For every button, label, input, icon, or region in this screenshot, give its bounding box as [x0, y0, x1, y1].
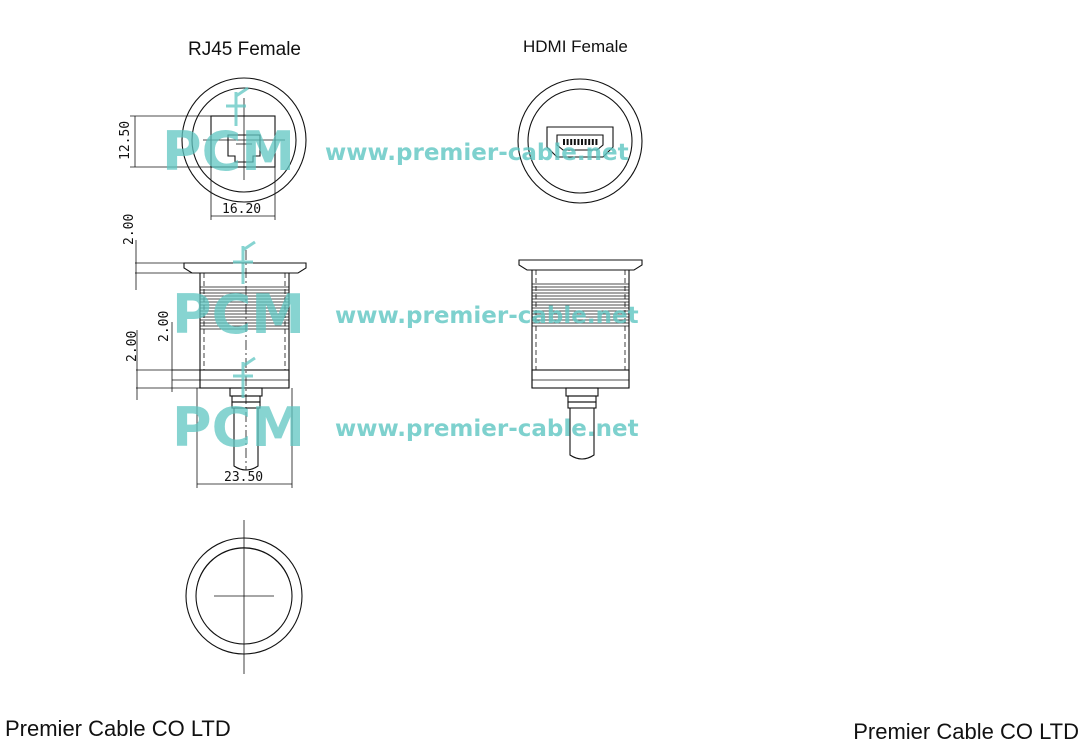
watermark-2: PCM www.premier-cable.net	[172, 283, 639, 346]
watermark-3: PCM www.premier-cable.net	[172, 396, 639, 459]
hdmi-title: HDMI Female	[523, 37, 628, 56]
rj45-threads	[200, 286, 289, 330]
hdmi-pin	[570, 139, 573, 145]
watermark-1: PCM www.premier-cable.net	[162, 120, 629, 183]
hdmi-pin	[588, 139, 591, 145]
hdmi-pin	[577, 139, 580, 145]
watermark-url: www.premier-cable.net	[335, 416, 639, 442]
hdmi-pin	[591, 139, 594, 145]
hdmi-pin	[563, 139, 565, 145]
hdmi-threads	[532, 283, 629, 327]
footer-company-right: Premier Cable CO LTD	[853, 719, 1079, 744]
rj45-rear-view	[185, 520, 303, 674]
dim-2-00-flange: 2.00	[122, 214, 137, 245]
hdmi-pins	[563, 139, 598, 145]
watermark-glyphs	[226, 86, 256, 398]
footer-company-left: Premier Cable CO LTD	[5, 716, 231, 741]
watermark-logo: PCM	[172, 283, 305, 346]
hdmi-side-view	[518, 259, 643, 460]
watermark-logo: PCM	[172, 396, 305, 459]
rj45-side-view: 2.00 2.00 2.00 23.50	[122, 214, 307, 488]
hdmi-front-view	[517, 78, 643, 204]
dim-16-20: 16.20	[222, 202, 261, 217]
rj45-front-view: 12.50 16.20	[118, 77, 307, 220]
hdmi-pin	[595, 139, 598, 145]
watermark-url: www.premier-cable.net	[335, 303, 639, 329]
hdmi-pin	[573, 139, 576, 145]
hdmi-pin	[584, 139, 587, 145]
hdmi-pin	[566, 139, 569, 145]
hdmi-pin	[581, 139, 583, 145]
watermark-url: www.premier-cable.net	[325, 140, 629, 166]
dim-23-50: 23.50	[224, 470, 263, 485]
watermark-logo: PCM	[162, 120, 295, 183]
dim-12-50: 12.50	[118, 121, 133, 160]
dim-2-00-outer: 2.00	[125, 331, 140, 362]
rj45-title: RJ45 Female	[188, 39, 301, 60]
dim-2-00-inner: 2.00	[157, 311, 172, 342]
